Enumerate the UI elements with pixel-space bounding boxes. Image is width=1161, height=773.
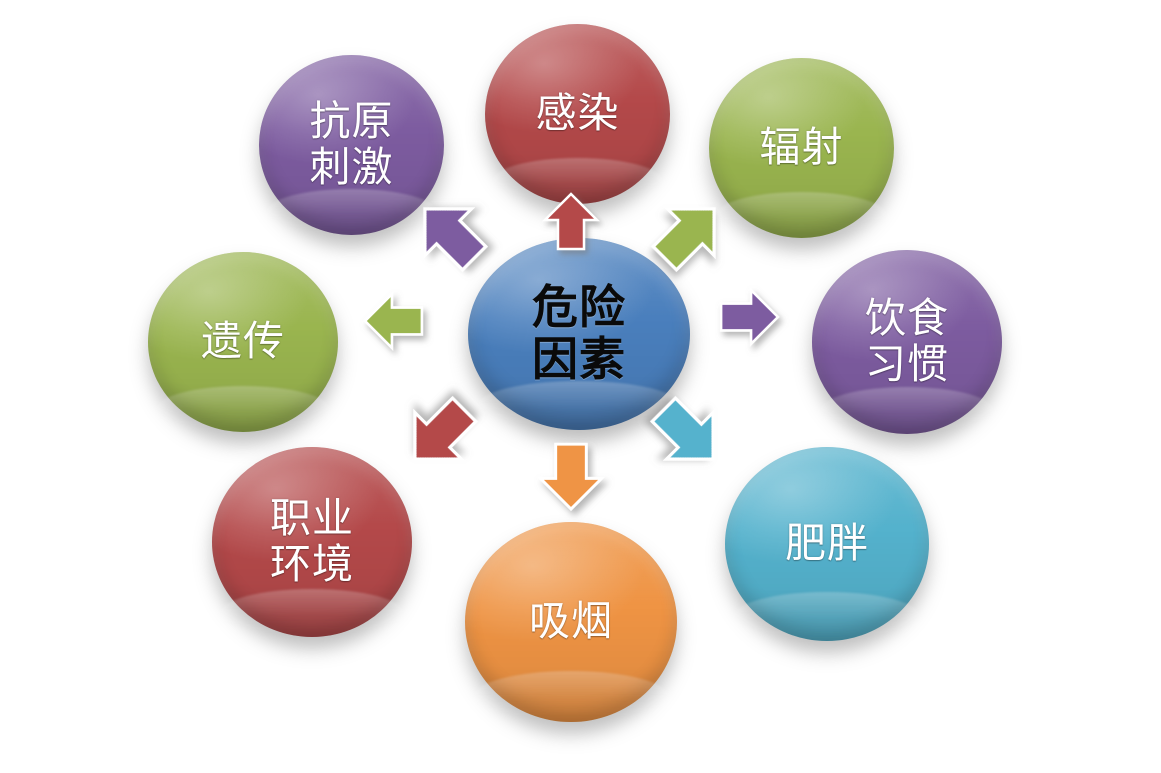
arrow-to-heredity [363, 291, 425, 351]
arrow-to-infection [541, 192, 601, 252]
node-antigen[interactable]: 抗原 刺激 [259, 55, 444, 235]
node-center-label: 危险 因素 [532, 282, 626, 385]
node-smoking[interactable]: 吸烟 [465, 522, 677, 722]
node-occupation[interactable]: 职业 环境 [212, 447, 412, 637]
node-center-risk-factors[interactable]: 危险 因素 [468, 238, 690, 430]
arrow-to-radiation [635, 180, 742, 287]
node-obesity-label: 肥胖 [785, 520, 869, 567]
node-radiation[interactable]: 辐射 [709, 58, 894, 238]
arrow-to-antigen [396, 180, 503, 287]
node-smoking-label: 吸烟 [529, 598, 613, 645]
node-infection[interactable]: 感染 [485, 24, 670, 204]
arrow-to-diet [718, 287, 780, 347]
node-diet[interactable]: 饮食 习惯 [812, 250, 1002, 434]
node-antigen-label: 抗原 刺激 [309, 98, 394, 190]
node-infection-label: 感染 [535, 90, 620, 137]
node-heredity-label: 遗传 [201, 318, 285, 365]
node-obesity[interactable]: 肥胖 [725, 447, 929, 641]
arrow-to-smoking [536, 440, 606, 512]
node-heredity[interactable]: 遗传 [148, 252, 338, 432]
node-occupation-label: 职业 环境 [270, 495, 354, 587]
node-radiation-label: 辐射 [759, 124, 844, 171]
arrow-to-occupation [386, 380, 493, 487]
arrow-to-obesity [634, 380, 741, 487]
node-diet-label: 饮食 习惯 [865, 295, 949, 387]
